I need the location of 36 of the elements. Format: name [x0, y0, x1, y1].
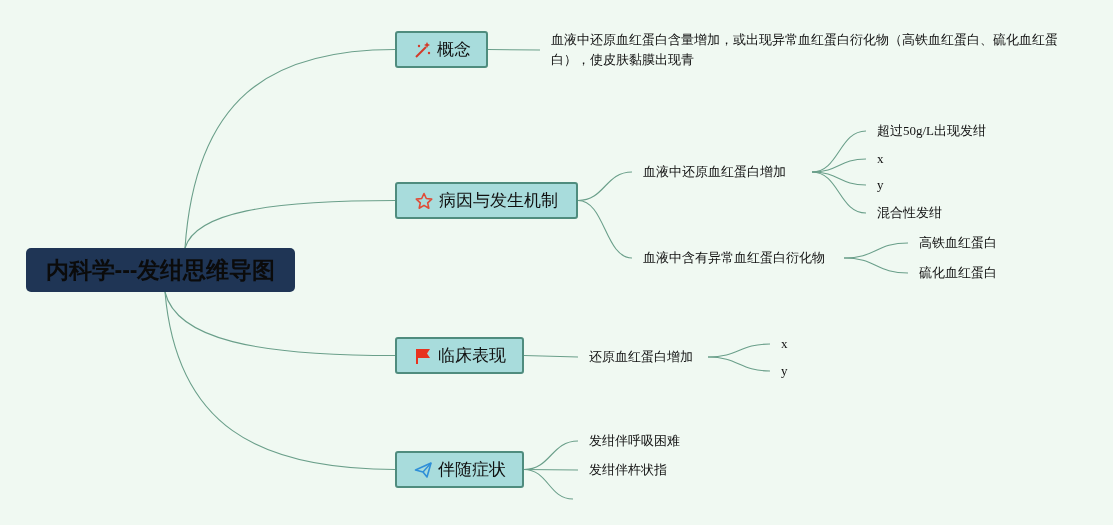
subtopic-text: x [780, 335, 789, 353]
subtopic-text: 血液中还原血红蛋白含量增加，或出现异常血红蛋白衍化物（高铁血红蛋白、硫化血红蛋白），使皮肤黏膜出现青 [550, 31, 1059, 69]
subtopic-text: 高铁血红蛋白 [918, 234, 998, 252]
topic-title: 概念 [436, 39, 471, 61]
topic-box [395, 337, 524, 374]
topic-box [395, 31, 488, 68]
branch-line [811, 171, 867, 186]
subtopic-text: y [876, 176, 885, 194]
subtopic-text: 发绀伴呼吸困难 [588, 432, 681, 450]
branch-line [707, 356, 771, 372]
branch-line [523, 354, 579, 358]
subtopic-text: 超过50g/L出现发绀 [876, 122, 988, 140]
subtopic-text: 血液中含有异常血红蛋白衍化物 [642, 249, 826, 267]
branch-line [164, 291, 396, 357]
topic-title: 临床表现 [437, 345, 506, 367]
subtopic-text: 发绀伴杵状指 [588, 461, 668, 479]
branch-line [184, 48, 396, 249]
branch-line [164, 291, 396, 471]
branch-line [184, 199, 396, 249]
topic-title: 伴随症状 [437, 459, 506, 481]
topic-title: 病因与发生机制 [439, 190, 558, 212]
central-topic-box [26, 248, 295, 292]
subtopic-text: y [780, 362, 789, 380]
subtopic-text: 硫化血红蛋白 [918, 264, 998, 282]
topic-box [395, 451, 524, 488]
subtopic-text: x [876, 150, 885, 168]
subtopic-text: 血液中还原血红蛋白增加 [642, 163, 787, 181]
subtopic-text: 还原血红蛋白增加 [588, 348, 694, 366]
branch-line [487, 48, 541, 51]
subtopic-text: 混合性发绀 [876, 204, 943, 222]
branch-line [577, 199, 633, 259]
branch-line [843, 257, 909, 274]
topic-title: 内科学---发绀思维导图 [45, 255, 276, 285]
topic-box [395, 182, 578, 219]
branch-line [811, 171, 867, 214]
branch-line [523, 468, 574, 500]
